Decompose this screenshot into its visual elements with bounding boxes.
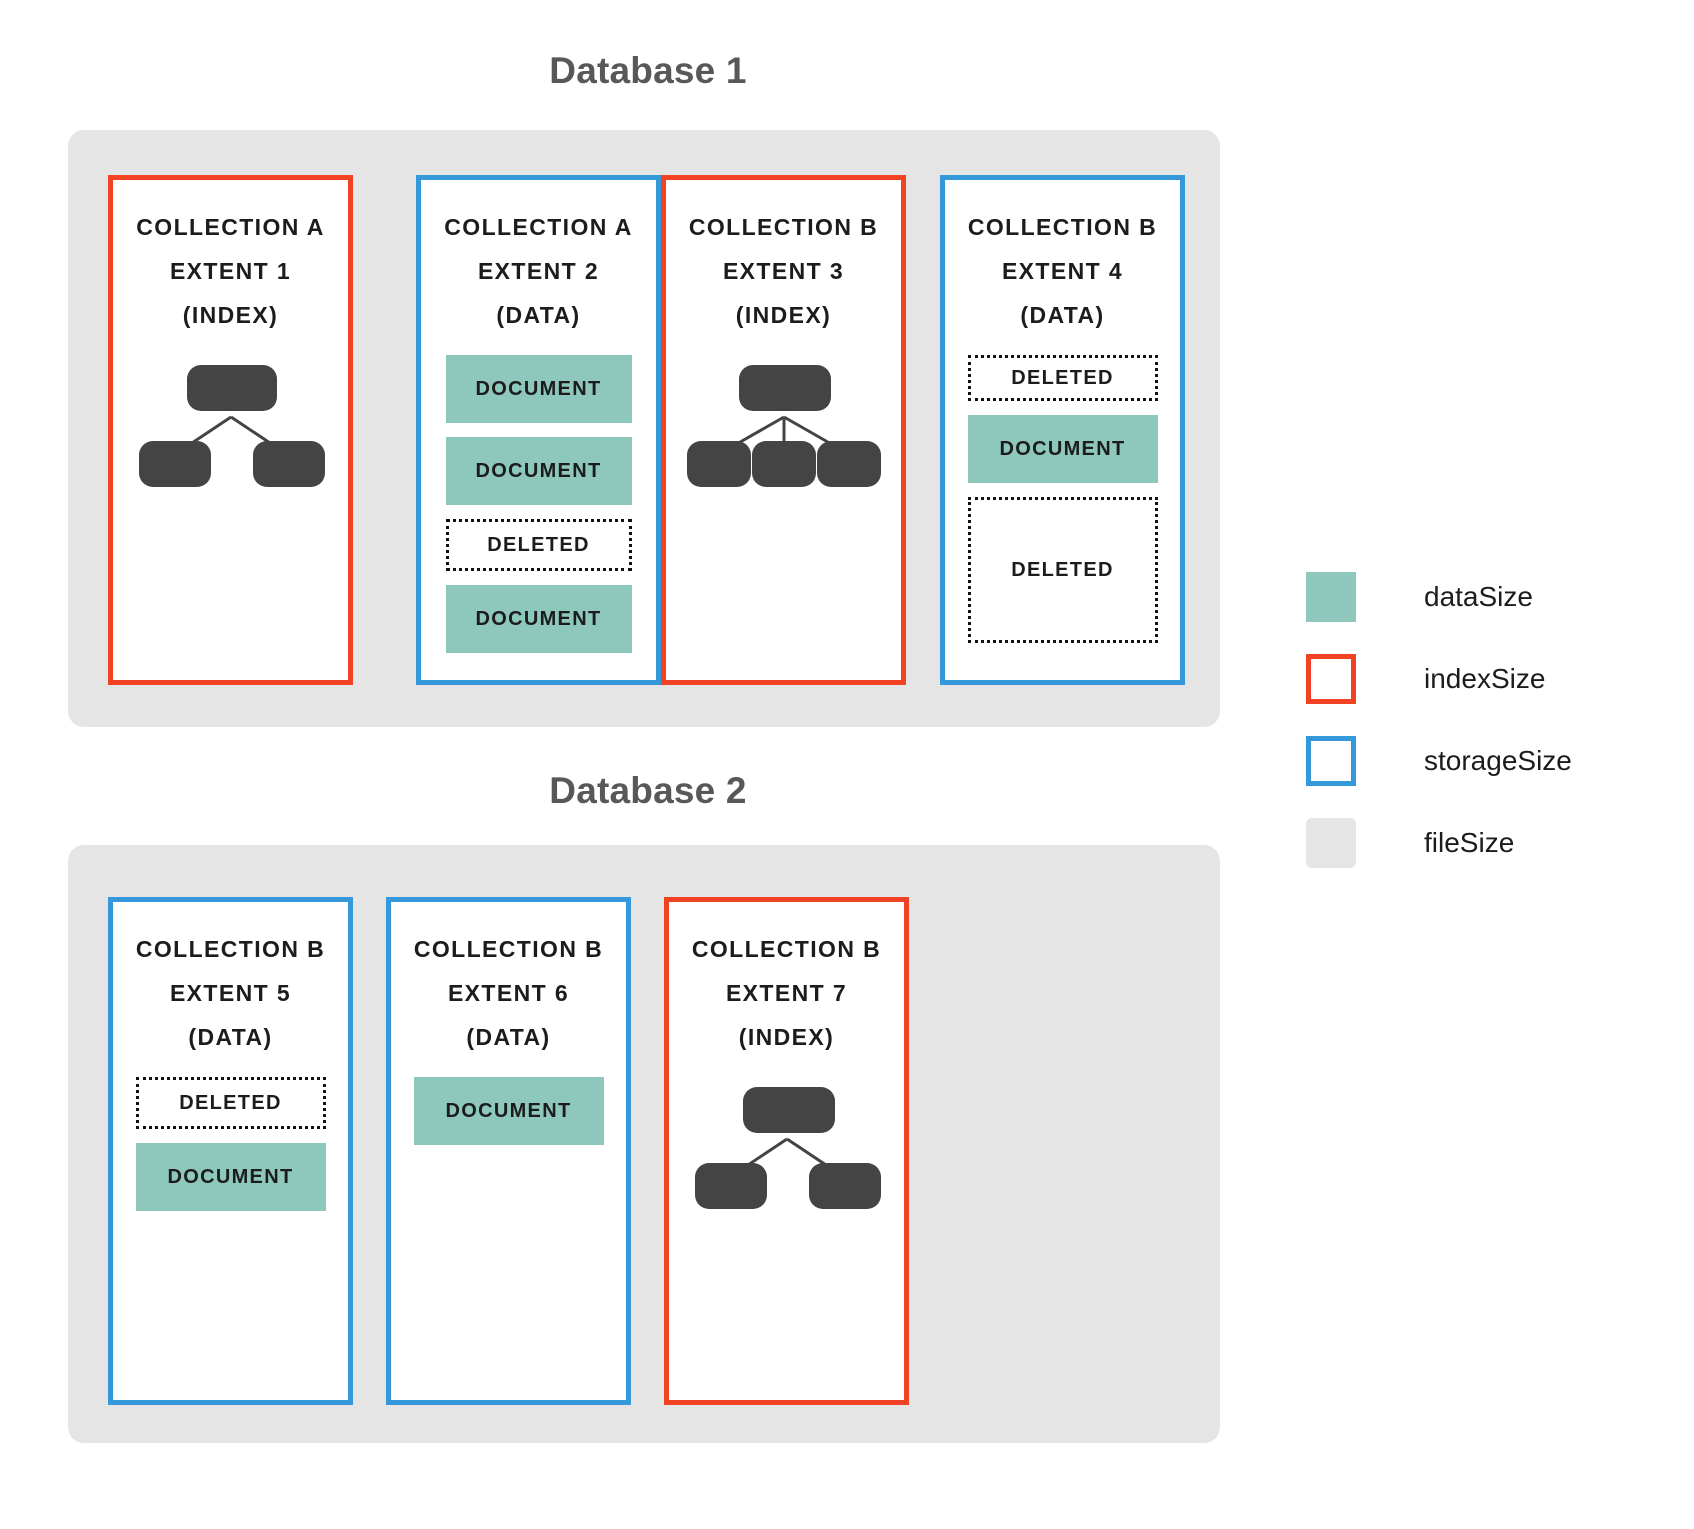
legend: dataSize indexSize storageSize fileSize [1306, 556, 1646, 884]
extent-6-blocks: DOCUMENT [391, 1077, 626, 1145]
datasize-swatch-icon [1306, 572, 1356, 622]
extent-box-1[interactable]: COLLECTION A EXTENT 1 (INDEX) [108, 175, 353, 685]
index-node-child-3b [751, 441, 816, 487]
index-node-child-7a [694, 1163, 767, 1209]
index-node-child-3c [816, 441, 881, 487]
index-tree-1 [131, 365, 331, 505]
legend-item-storagesize: storageSize [1306, 720, 1646, 802]
document-block[interactable]: DOCUMENT [445, 437, 632, 505]
deleted-block[interactable]: DELETED [135, 1077, 326, 1129]
index-tree-3 [679, 365, 889, 505]
document-block[interactable]: DOCUMENT [135, 1143, 326, 1211]
legend-item-indexsize: indexSize [1306, 638, 1646, 720]
extent-4-title: COLLECTION B EXTENT 4 (DATA) [967, 214, 1158, 328]
index-node-root-7 [742, 1087, 835, 1133]
deleted-block[interactable]: DELETED [967, 497, 1158, 643]
extent-4-blocks: DELETED DOCUMENT DELETED [945, 355, 1180, 643]
filesize-swatch-icon [1306, 818, 1356, 868]
extent-6-title: COLLECTION B EXTENT 6 (DATA) [413, 936, 604, 1050]
extent-box-2[interactable]: COLLECTION A EXTENT 2 (DATA) DOCUMENT DO… [416, 175, 661, 685]
extent-box-4[interactable]: COLLECTION B EXTENT 4 (DATA) DELETED DOC… [940, 175, 1185, 685]
index-node-child-3a [686, 441, 751, 487]
deleted-block[interactable]: DELETED [967, 355, 1158, 401]
index-node-root-3 [738, 365, 831, 411]
legend-item-filesize: fileSize [1306, 802, 1646, 884]
index-node-child-1b [252, 441, 325, 487]
index-tree-7 [687, 1087, 887, 1227]
document-block[interactable]: DOCUMENT [967, 415, 1158, 483]
extent-3-title: COLLECTION B EXTENT 3 (INDEX) [688, 214, 879, 328]
database-2-title: Database 2 [549, 770, 747, 811]
extent-5-title: COLLECTION B EXTENT 5 (DATA) [135, 936, 326, 1050]
legend-label: indexSize [1424, 663, 1546, 694]
legend-label: dataSize [1424, 581, 1533, 612]
extent-box-7[interactable]: COLLECTION B EXTENT 7 (INDEX) [664, 897, 909, 1405]
document-block[interactable]: DOCUMENT [413, 1077, 604, 1145]
extent-2-title: COLLECTION A EXTENT 2 (DATA) [444, 214, 633, 328]
extent-1-title: COLLECTION A EXTENT 1 (INDEX) [136, 214, 325, 328]
storagesize-swatch-icon [1306, 736, 1356, 786]
extent-5-blocks: DELETED DOCUMENT [113, 1077, 348, 1211]
database-1-title: Database 1 [549, 50, 747, 91]
database-1-file-container: COLLECTION A EXTENT 1 (INDEX) COLLECTION… [68, 130, 1220, 727]
extent-2-blocks: DOCUMENT DOCUMENT DELETED DOCUMENT [421, 355, 656, 653]
index-node-child-1a [138, 441, 211, 487]
extent-box-3[interactable]: COLLECTION B EXTENT 3 (INDEX) [661, 175, 906, 685]
database-2-file-container: COLLECTION B EXTENT 5 (DATA) DELETED DOC… [68, 845, 1220, 1443]
extent-box-5[interactable]: COLLECTION B EXTENT 5 (DATA) DELETED DOC… [108, 897, 353, 1405]
deleted-block[interactable]: DELETED [445, 519, 632, 571]
index-node-child-7b [808, 1163, 881, 1209]
legend-label: storageSize [1424, 745, 1572, 776]
legend-label: fileSize [1424, 827, 1515, 858]
legend-item-datasize: dataSize [1306, 556, 1646, 638]
extent-box-6[interactable]: COLLECTION B EXTENT 6 (DATA) DOCUMENT [386, 897, 631, 1405]
index-node-root-1 [186, 365, 277, 411]
indexsize-swatch-icon [1306, 654, 1356, 704]
document-block[interactable]: DOCUMENT [445, 355, 632, 423]
extent-7-title: COLLECTION B EXTENT 7 (INDEX) [691, 936, 882, 1050]
document-block[interactable]: DOCUMENT [445, 585, 632, 653]
